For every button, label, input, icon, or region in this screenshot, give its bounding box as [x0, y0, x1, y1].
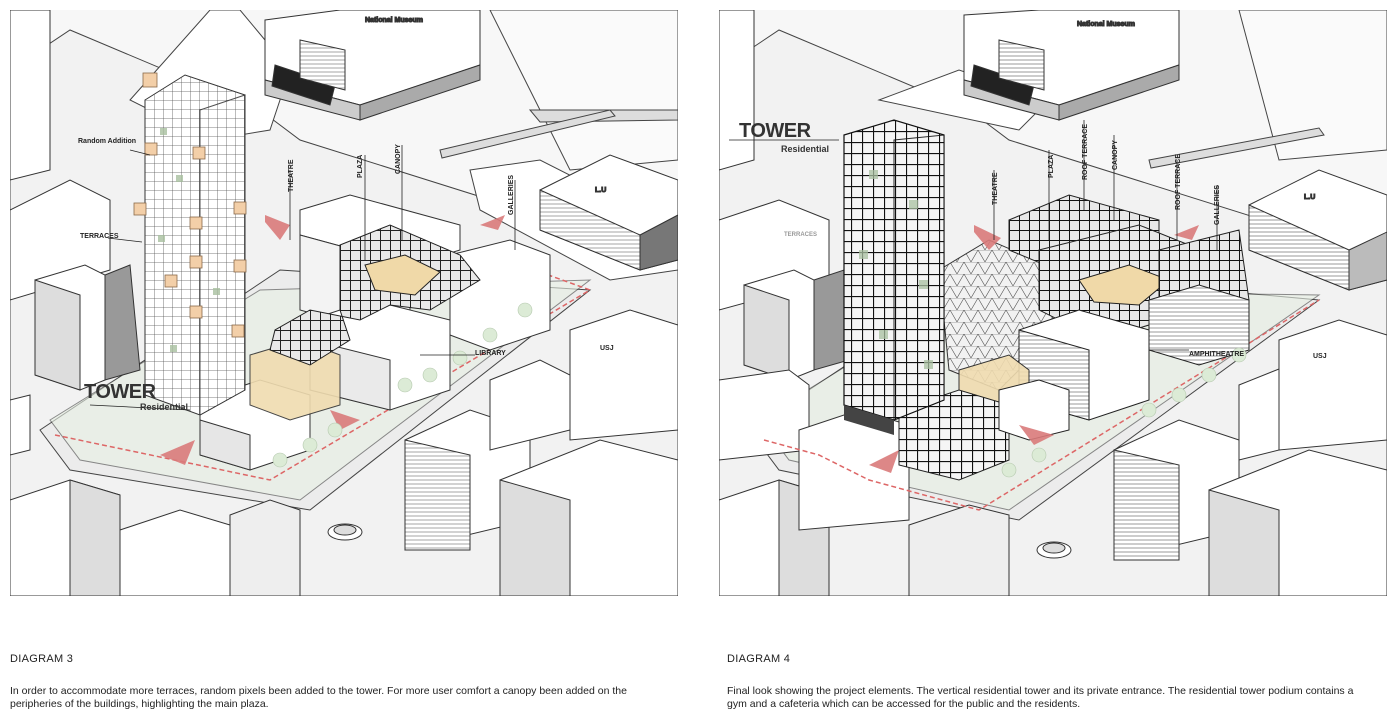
random-addition-cubes	[133, 72, 247, 338]
diagram-3-illustration: National Museum L.U	[10, 10, 678, 596]
label-residential: Residential	[140, 402, 188, 412]
label-terraces: TERRACES	[80, 233, 119, 240]
trees	[272, 302, 533, 468]
label-roof-terrace-1: ROOF TERRACE	[1082, 124, 1089, 180]
diagram-3-title: DIAGRAM 3	[10, 653, 74, 665]
podium-blocks-right	[898, 194, 1250, 481]
label-tower: TOWER	[84, 381, 157, 403]
label-leaders	[89, 145, 516, 411]
diagram-4-svg: National Museum L.U	[719, 10, 1387, 596]
residential-tower-right	[843, 119, 945, 435]
diagram-4-title: DIAGRAM 4	[727, 653, 791, 665]
label-plaza: PLAZA	[357, 155, 364, 178]
national-museum-building: National Museum	[264, 10, 481, 121]
label-theatre-right: THEATRE	[992, 172, 999, 205]
access-arrows-right	[869, 225, 1199, 473]
national-museum-building-right: National Museum	[963, 10, 1180, 121]
diagram-4-caption: Final look showing the project elements.…	[727, 685, 1354, 710]
label-usj: USJ	[600, 345, 614, 352]
label-lu: L.U	[595, 187, 606, 194]
diagram-3-caption: In order to accommodate more terraces, r…	[10, 685, 627, 710]
label-galleries: GALLERIES	[508, 175, 515, 215]
label-residential-right: Residential	[781, 144, 829, 154]
left-context-buildings-right	[719, 10, 850, 461]
diagram-3-svg: National Museum L.U	[10, 10, 678, 596]
canopy-structure	[269, 224, 481, 366]
lu-building: L.U	[539, 154, 678, 271]
label-tower-right: TOWER	[739, 120, 812, 142]
left-context-buildings	[10, 10, 141, 456]
bottom-context-buildings-right	[719, 319, 1387, 596]
label-random-addition: Random Addition	[78, 138, 136, 145]
lu-building-right: L.U	[1248, 169, 1387, 291]
label-national-museum-right: National Museum	[1077, 21, 1135, 28]
label-roof-terrace-2: ROOF TERRACE	[1175, 154, 1182, 210]
label-theatre: THEATRE	[288, 159, 295, 192]
label-amphitheatre: AMPHITHEATRE	[1189, 351, 1244, 358]
label-galleries-right: GALLERIES	[1214, 185, 1221, 225]
trees-right	[1001, 347, 1247, 478]
label-lu-right: L.U	[1304, 194, 1315, 201]
label-terraces-right: TERRACES	[784, 232, 817, 238]
bottom-context-buildings	[10, 309, 678, 596]
residential-tower	[133, 72, 247, 416]
label-library: LIBRARY	[475, 350, 506, 357]
diagram-4-illustration: National Museum L.U	[719, 10, 1387, 596]
label-canopy-right: CANOPY	[1112, 140, 1119, 170]
site-boundary	[54, 271, 592, 481]
site-boundary-right	[763, 299, 1320, 511]
label-usj-right: USJ	[1313, 353, 1327, 360]
label-canopy: CANOPY	[395, 144, 402, 174]
label-national-museum: National Museum	[365, 17, 423, 24]
label-leaders-right	[729, 120, 1218, 351]
label-plaza-right: PLAZA	[1048, 155, 1055, 178]
